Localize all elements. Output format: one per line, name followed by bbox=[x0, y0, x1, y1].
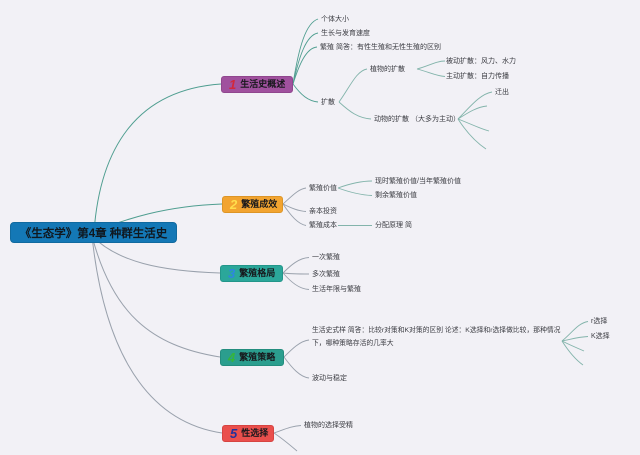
branch-topic-reproduction-pattern[interactable]: 3 繁殖格局 bbox=[220, 265, 283, 282]
leaf-allocation-principle[interactable]: 分配原理 简 bbox=[375, 222, 412, 229]
branch-topic-life-history-overview[interactable]: 1 生活史概述 bbox=[221, 75, 293, 93]
connector-selection-stub-2 bbox=[273, 432, 298, 452]
connector-dispersal-plant bbox=[338, 68, 368, 103]
connector-overview-growth-speed bbox=[292, 32, 319, 85]
connector-dispersal-animal bbox=[338, 101, 372, 120]
leaf-dispersal[interactable]: 扩散 bbox=[321, 98, 335, 106]
leaf-reproductive-value[interactable]: 繁殖价值 bbox=[309, 184, 337, 192]
connector-central-branch1 bbox=[93, 83, 222, 233]
leaf-r-selection[interactable]: r选择 bbox=[591, 318, 608, 325]
leaf-lifespan-and-reproduction[interactable]: 生活年限与繁殖 bbox=[312, 286, 361, 293]
connector-plant-active bbox=[416, 68, 446, 77]
connector-pattern-k-selection bbox=[561, 336, 589, 342]
leaf-k-selection[interactable]: K选择 bbox=[591, 333, 610, 340]
connector-strategy-fluctuation bbox=[283, 356, 310, 379]
connector-value-residual bbox=[337, 187, 373, 196]
branch-label-3: 繁殖格局 bbox=[239, 268, 276, 278]
connector-pattern-lifespan bbox=[282, 272, 310, 290]
leaf-emigration[interactable]: 迁出 bbox=[495, 88, 509, 96]
leaf-single-reproduction[interactable]: 一次繁殖 bbox=[312, 254, 340, 261]
leaf-reproduction-qa[interactable]: 繁殖 简答：有性生殖和无性生殖的区别 bbox=[320, 43, 441, 51]
leaf-passive-dispersal[interactable]: 被动扩散：风力、水力 bbox=[446, 57, 516, 65]
connector-pattern-multiple bbox=[282, 272, 310, 275]
connector-overview-individual-size bbox=[292, 18, 319, 85]
connector-animal-stub-4 bbox=[457, 118, 487, 150]
leaf-plant-dispersal[interactable]: 植物的扩散 bbox=[370, 65, 405, 73]
branch-number-1: 1 bbox=[229, 76, 237, 92]
connector-pattern-stub-3 bbox=[561, 340, 585, 352]
branch-number-3: 3 bbox=[228, 266, 236, 281]
connector-pattern-single bbox=[282, 257, 310, 274]
leaf-growth-development-speed[interactable]: 生长与发育速度 bbox=[321, 29, 370, 37]
central-topic-label: 《生态学》第4章 种群生活史 bbox=[19, 227, 168, 240]
leaf-current-reproductive-value[interactable]: 现时繁殖价值/当年繁殖价值 bbox=[375, 177, 461, 185]
connector-effect-reproductive-cost bbox=[282, 203, 307, 226]
leaf-active-dispersal[interactable]: 主动扩散：自力传播 bbox=[446, 73, 509, 80]
leaf-parental-investment[interactable]: 亲本投资 bbox=[309, 208, 337, 215]
leaf-fluctuation-stability[interactable]: 波动与稳定 bbox=[312, 374, 347, 382]
branch-number-2: 2 bbox=[230, 196, 238, 212]
branch-number-4: 4 bbox=[228, 350, 236, 365]
connector-animal-stub-2 bbox=[457, 105, 488, 120]
leaf-multiple-reproduction[interactable]: 多次繁殖 bbox=[312, 270, 340, 278]
branch-label-4: 繁殖策略 bbox=[239, 352, 276, 362]
branch-topic-reproduction-strategy[interactable]: 4 繁殖策略 bbox=[220, 349, 284, 366]
leaf-individual-size[interactable]: 个体大小 bbox=[321, 15, 349, 23]
branch-topic-reproduction-effect[interactable]: 2 繁殖成效 bbox=[222, 195, 283, 213]
connector-value-current bbox=[337, 180, 373, 189]
connector-central-branch5 bbox=[91, 235, 223, 434]
branch-number-5: 5 bbox=[230, 426, 238, 441]
branch-label-1: 生活史概述 bbox=[240, 78, 286, 89]
connector-strategy-life-history-pattern bbox=[283, 339, 310, 358]
connector-central-branch4 bbox=[91, 235, 221, 358]
connector-animal-stub-3 bbox=[457, 118, 490, 132]
connector-animal-emigration bbox=[457, 91, 493, 120]
branch-label-5: 性选择 bbox=[241, 428, 269, 438]
branch-topic-sexual-selection[interactable]: 5 性选择 bbox=[222, 425, 274, 442]
leaf-life-history-pattern[interactable]: 生活史式样 简答：比较r对策和K对策的区别 论述：K选择和r选择做比较，那种情况… bbox=[312, 327, 561, 347]
branch-label-2: 繁殖成效 bbox=[241, 198, 278, 209]
leaf-reproductive-cost[interactable]: 繁殖成本 bbox=[309, 222, 337, 229]
connector-overview-dispersal bbox=[292, 83, 319, 103]
connector-effect-reproductive-value bbox=[282, 187, 307, 205]
connector-effect-parental-investment bbox=[282, 203, 307, 212]
leaf-animal-dispersal[interactable]: 动物的扩散 （大多为主动） bbox=[374, 115, 460, 123]
leaf-residual-reproductive-value[interactable]: 剩余繁殖价值 bbox=[375, 192, 417, 199]
central-topic[interactable]: 《生态学》第4章 种群生活史 bbox=[10, 222, 177, 243]
connector-central-branch3 bbox=[91, 235, 221, 274]
connector-pattern-r-selection bbox=[561, 321, 589, 342]
leaf-plant-selective-fertilization[interactable]: 植物的选择受精 bbox=[304, 422, 353, 429]
connector-overview-reproduction-qa bbox=[292, 46, 318, 85]
connector-plant-passive bbox=[416, 60, 446, 70]
connector-selection-plant-fertilization bbox=[273, 425, 302, 434]
connector-pattern-stub-4 bbox=[561, 340, 584, 366]
